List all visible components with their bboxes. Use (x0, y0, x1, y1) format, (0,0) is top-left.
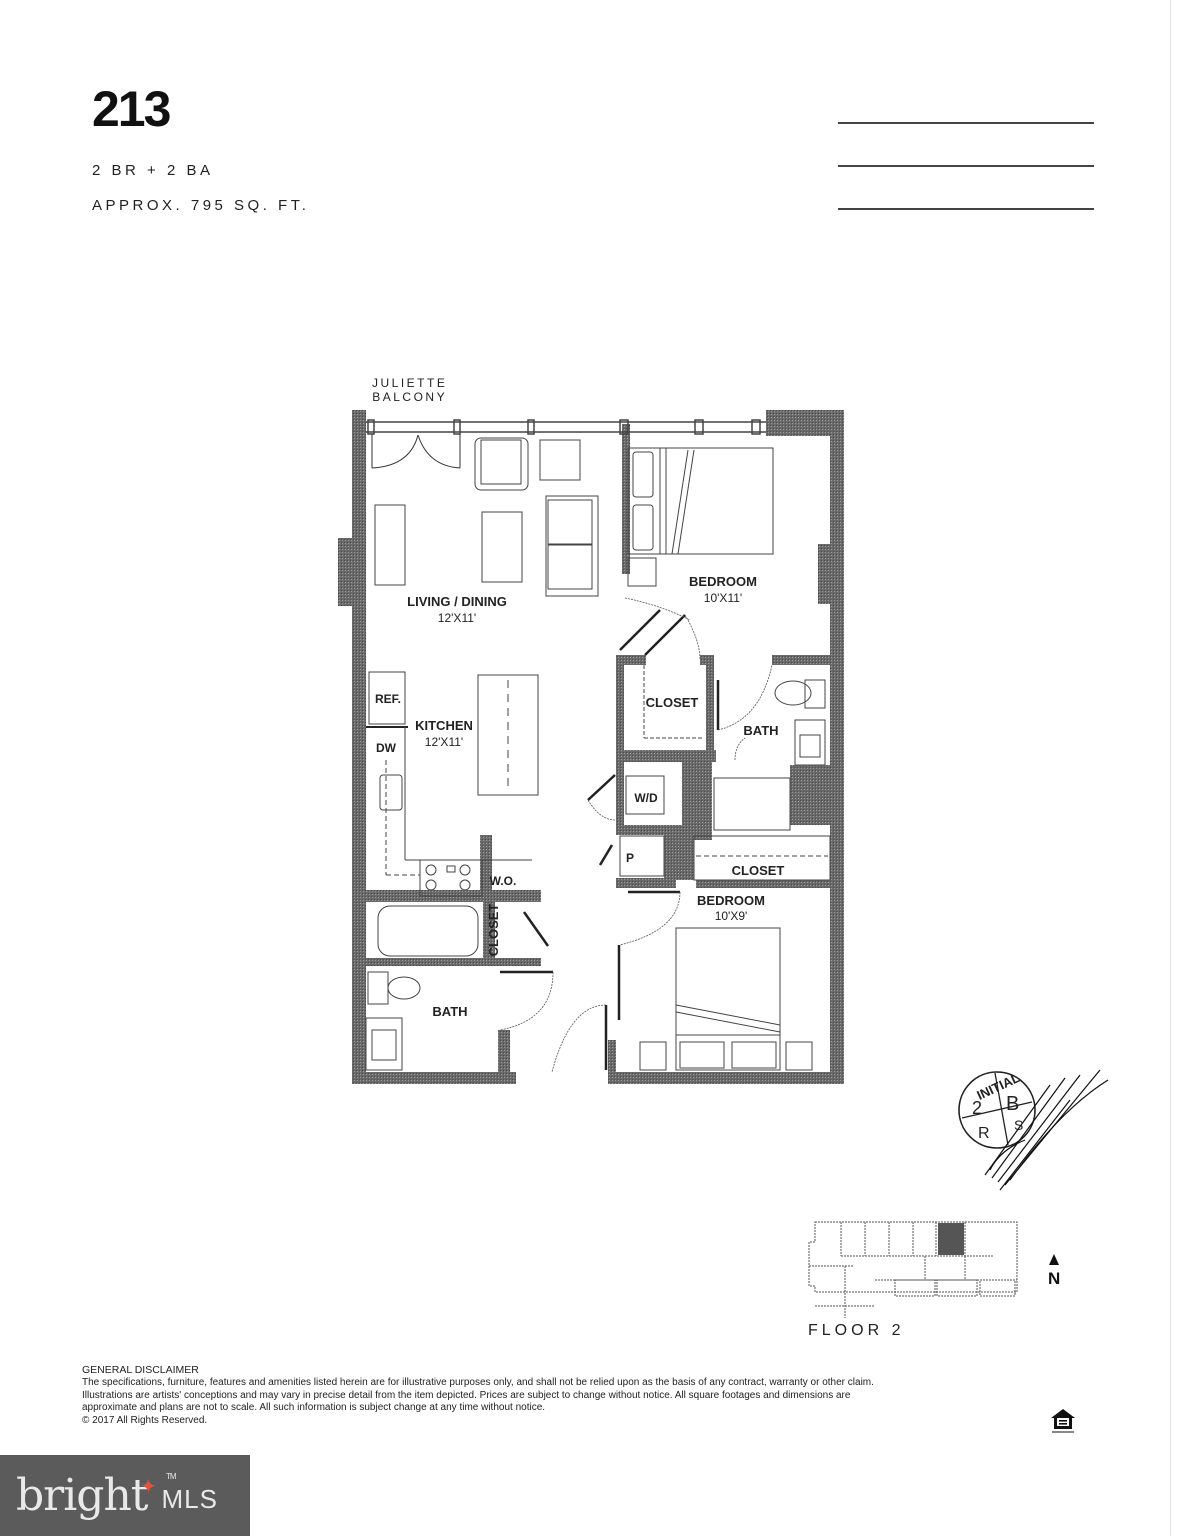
room-bedroom-1-dimensions: 10'X11' (704, 591, 742, 605)
fixture-dishwasher-label: DW (376, 741, 397, 755)
room-bedroom-2-label: BEDROOM (697, 893, 765, 908)
closet-1 (643, 665, 704, 739)
room-closet-1-label: CLOSET (646, 695, 699, 710)
room-living-dining-dimensions: 12'X11' (438, 611, 476, 625)
general-disclaimer: GENERAL DISCLAIMER The specifications, f… (82, 1364, 1022, 1428)
fixture-pantry-label: P (626, 851, 634, 865)
stamp-mark: S (1014, 1117, 1023, 1133)
living-furniture (374, 437, 599, 597)
bed-bath-count: 2 BR + 2 BA (92, 162, 214, 179)
equal-housing-icon (1051, 1409, 1075, 1433)
bright-logo-word: bright ✦ TM (16, 1470, 177, 1521)
signature-line-3 (838, 208, 1094, 210)
balcony-label: JULIETTE BALCONY (372, 376, 447, 404)
page-edge (1170, 0, 1171, 1536)
room-kitchen-label: KITCHEN (415, 718, 473, 733)
stamp-mark: 2 (972, 1098, 982, 1118)
bedroom-2-furniture (639, 927, 813, 1071)
balcony-doors (371, 434, 461, 469)
north-arrow-icon (1049, 1254, 1060, 1265)
signature-scribble (984, 1069, 1109, 1191)
bright-brand-text: bright (16, 1470, 148, 1521)
bedroom-1-furniture (627, 447, 774, 587)
fixture-refrigerator-label: REF. (375, 692, 401, 706)
interior-walls (366, 655, 830, 1075)
room-closet-3-label: CLOSET (486, 904, 501, 957)
signature-line-2 (838, 165, 1094, 167)
floor-plan: LIVING / DINING KITCHEN BEDROOM BEDROOM … (338, 410, 844, 1084)
mls-text: MLS (161, 1484, 218, 1514)
disclaimer-line: Illustrations are artists' conceptions a… (82, 1389, 851, 1401)
fixture-washer-dryer-label: W/D (634, 791, 658, 805)
exterior-walls (338, 410, 844, 1084)
laundry (619, 775, 665, 877)
stamp-mark: R (978, 1125, 990, 1142)
disclaimer-line: approximate and plans are not to scale. … (82, 1402, 546, 1414)
room-kitchen-dimensions: 12'X11' (425, 735, 463, 749)
room-bedroom-2-dimensions: 10'X9' (715, 909, 748, 923)
floor-label: FLOOR 2 (808, 1322, 905, 1339)
signature-line-1 (838, 122, 1094, 124)
fixture-wall-oven-label: W.O. (490, 874, 517, 888)
balcony-label-line-2: BALCONY (372, 390, 448, 404)
unit-number: 213 (92, 81, 171, 137)
unit-highlight (938, 1223, 964, 1255)
closet-2 (693, 835, 831, 881)
window-wall (366, 419, 766, 435)
north-label: N (1048, 1269, 1061, 1288)
room-bedroom-1-label: BEDROOM (689, 574, 757, 589)
stamp-mark: B (1006, 1093, 1019, 1115)
disclaimer-line: © 2017 All Rights Reserved. (82, 1415, 208, 1427)
bath-1-fixtures (713, 679, 826, 831)
balcony-label-line-1: JULIETTE (372, 376, 448, 390)
bright-mls-watermark: bright ✦ TM MLS (0, 1455, 250, 1536)
trademark-text: TM (166, 1472, 177, 1481)
room-living-dining-label: LIVING / DINING (407, 594, 507, 609)
square-footage: APPROX. 795 SQ. FT. (92, 197, 310, 214)
door-swings (499, 597, 773, 1073)
kitchen-fixtures (366, 671, 539, 897)
disclaimer-line: The specifications, furniture, features … (82, 1376, 874, 1388)
disclaimer-title: GENERAL DISCLAIMER (82, 1364, 199, 1376)
bath-2-fixtures (365, 905, 479, 1071)
initial-stamp: INITIAL 2 B R S (958, 1069, 1109, 1191)
room-bath-1-label: BATH (743, 723, 778, 738)
north-indicator: N (1048, 1254, 1060, 1289)
room-bath-2-label: BATH (432, 1004, 467, 1019)
closet-doors (500, 609, 720, 1070)
star-icon: ✦ (140, 1474, 157, 1498)
room-closet-2-label: CLOSET (732, 863, 785, 878)
key-plan (808, 1221, 1018, 1318)
